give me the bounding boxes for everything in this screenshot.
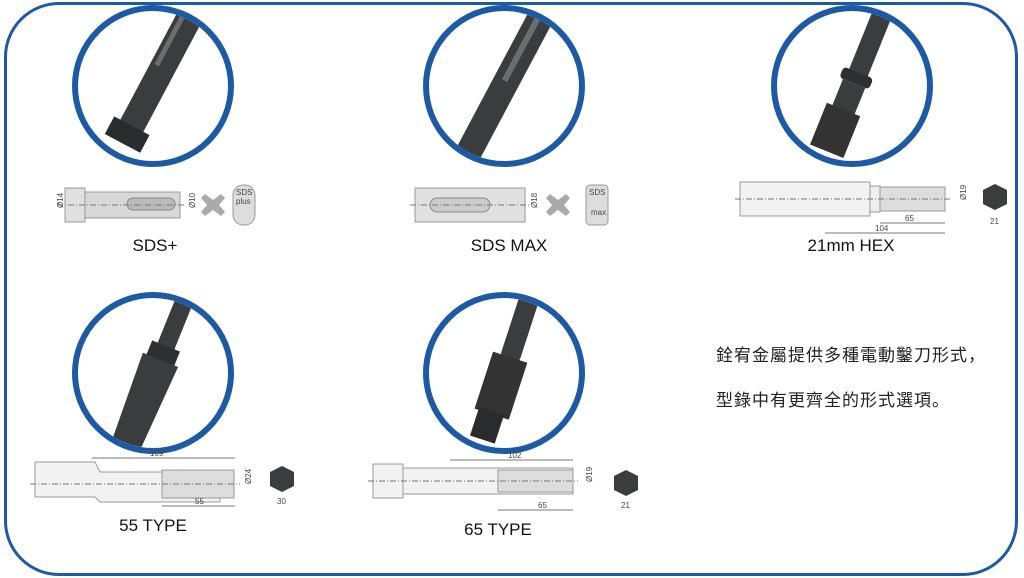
badge-plus: plus <box>236 197 251 206</box>
dim-length-1: 109 <box>150 449 164 458</box>
type-55-label: 55 TYPE <box>119 516 187 535</box>
sds-plus-photo <box>72 5 234 167</box>
cross-section-icon <box>546 194 570 216</box>
dim-length-2: 55 <box>195 497 204 506</box>
type-55-photo <box>72 292 234 454</box>
hex-21-label: 21mm HEX <box>807 236 895 255</box>
hex-icon <box>983 184 1007 210</box>
sds-max-drawing: Ø18 SDS max <box>410 184 609 226</box>
dim-shank: Ø14 <box>56 192 65 208</box>
dim-shank: Ø18 <box>530 192 539 208</box>
dim-length-2: 104 <box>875 224 889 233</box>
type-65-label: 65 TYPE <box>464 520 532 539</box>
badge-sds: SDS <box>589 188 605 197</box>
type-65-drawing: 102 Ø19 65 21 <box>368 451 638 511</box>
sds-max-label: SDS MAX <box>470 236 548 255</box>
dim-groove: Ø10 <box>188 192 197 208</box>
frame-border <box>4 2 1018 576</box>
sds-max-photo <box>423 5 585 167</box>
description-line-2: 型錄中有更齊全的形式選項。 <box>716 391 950 411</box>
dim-length-1: 102 <box>508 451 522 460</box>
hex-21-drawing: Ø19 65 104 21 <box>735 181 1007 234</box>
dim-length-2: 65 <box>538 501 547 510</box>
hex-icon <box>614 470 638 496</box>
badge-max: max <box>591 208 606 217</box>
hex-icon <box>270 466 294 492</box>
type-65-photo <box>423 292 585 454</box>
dim-diameter: Ø24 <box>244 468 253 484</box>
dim-hex: 21 <box>621 501 630 510</box>
dim-diameter: Ø19 <box>959 184 968 200</box>
dim-hex: 21 <box>990 217 999 226</box>
type-55-drawing: 109 Ø24 55 30 <box>30 449 294 507</box>
dim-hex: 30 <box>277 497 286 506</box>
dim-length-1: 65 <box>905 214 914 223</box>
description-line-1: 銓宥金屬提供多種電動鑿刀形式， <box>716 346 986 366</box>
cross-section-icon <box>201 194 225 216</box>
hex-21-photo <box>771 5 933 167</box>
badge-sds: SDS <box>236 188 252 197</box>
sds-plus-label: SDS+ <box>132 236 178 255</box>
sds-plus-drawing: Ø14 Ø10 SDS plus <box>56 184 256 226</box>
dim-diameter: Ø19 <box>585 466 594 482</box>
